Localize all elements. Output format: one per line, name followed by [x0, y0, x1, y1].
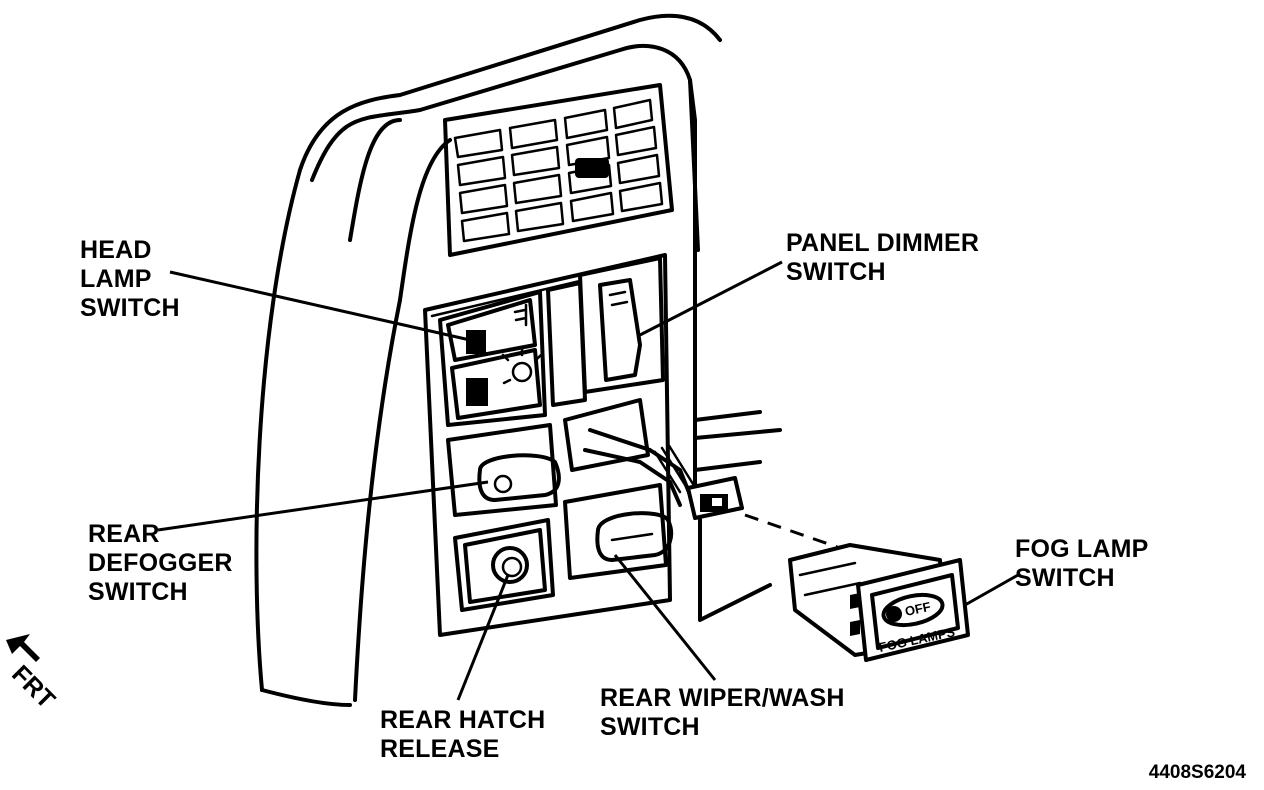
figure-id: 4408S6204: [1148, 762, 1246, 783]
frt-arrow-icon: [6, 634, 40, 662]
fog-lamp-switch: OFF FOG LAMPS: [788, 543, 970, 662]
alignment-dashed-line: [744, 513, 841, 550]
rear-hatch-release: [453, 518, 555, 612]
leader-rear-wiper: [613, 554, 717, 681]
dash-bezel: [254, 13, 782, 707]
fog-lamp-harness: [563, 398, 744, 520]
leader-rear-hatch: [456, 574, 510, 701]
leader-head-lamp: [169, 270, 471, 342]
air-vent-grille: [443, 83, 674, 257]
leader-lines: [157, 260, 1019, 701]
callout-panel-dimmer-switch: PANEL DIMMER SWITCH: [786, 229, 980, 286]
leader-panel-dimmer: [639, 260, 783, 337]
fog-switch-off-label: OFF: [904, 599, 933, 619]
head-lamp-switch: [438, 290, 547, 427]
callout-head-lamp-switch: HEAD LAMP SWITCH: [80, 236, 180, 322]
callout-rear-wiper-wash-switch: REAR WIPER/WASH SWITCH: [600, 684, 845, 741]
leader-fog-lamp: [964, 573, 1019, 607]
callout-rear-hatch-release: REAR HATCH RELEASE: [380, 706, 546, 763]
rear-defogger-switch: [446, 423, 561, 517]
callout-fog-lamp-switch: FOG LAMP SWITCH: [1015, 535, 1149, 592]
leader-rear-defogger: [157, 480, 489, 532]
panel-dimmer-switch: [546, 256, 665, 407]
callout-rear-defogger-switch: REAR DEFOGGER SWITCH: [88, 520, 233, 606]
rear-wiper-wash-switch: [563, 483, 674, 580]
